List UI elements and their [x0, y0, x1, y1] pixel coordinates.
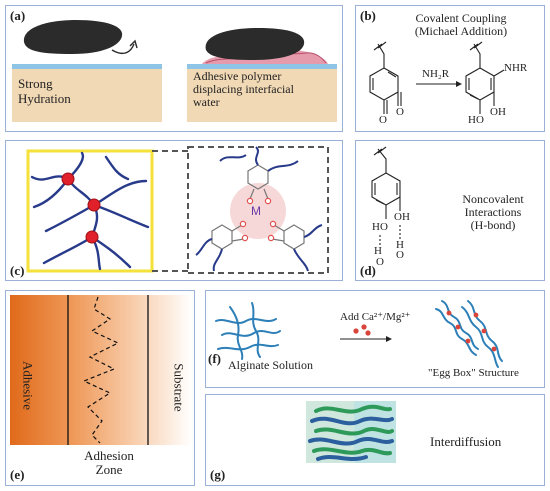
panel-f-label: (f): [208, 351, 221, 366]
panel-d-label: (d): [360, 263, 376, 278]
adhesive-polymer-label: Adhesive polymer displacing interfacial …: [193, 69, 294, 109]
panel-a-label: (a): [10, 8, 26, 23]
panel-d: Noncovalent Interactions (H-bond) HO OH …: [355, 140, 545, 281]
ligand-tails: [195, 146, 323, 272]
interdiffusion-illustration: [306, 401, 396, 463]
interdiffusing-chains: [308, 404, 394, 461]
noncovalent-title: Noncovalent Interactions (H-bond): [462, 192, 524, 232]
coordination-detail-box: [187, 146, 329, 274]
panel-c: M (c): [5, 140, 343, 281]
water-layer-right: [187, 64, 337, 69]
substrate-label: Substrate: [171, 363, 187, 412]
oxygen-atoms: [239, 197, 277, 242]
hydrogen-1: H: [374, 245, 382, 257]
calcium-ions: [353, 324, 371, 336]
panel-a-illustration: [12, 20, 337, 122]
panel-b: (b) Covalent Coupling (Michael Addition): [355, 5, 545, 132]
adhesion-zone-label: Adhesion Zone: [84, 448, 134, 477]
nhr-group: NHR: [504, 62, 528, 74]
adhesion-zone-illustration: [10, 295, 192, 445]
panel-g-label: (g): [210, 467, 226, 482]
hydrogen-2: H: [396, 239, 404, 251]
panel-f: Add Ca²⁺/Mg²⁺ (f) Alginate Solution "Egg…: [205, 290, 545, 388]
hbond-scheme: [371, 146, 401, 245]
covalent-coupling-title: Covalent Coupling (Michael Addition): [414, 11, 508, 38]
substrate-right: [187, 68, 337, 122]
strong-hydration-label: Strong Hydration: [18, 76, 71, 106]
alginate-chains: [215, 302, 281, 360]
michael-addition-scheme: [369, 41, 505, 114]
network-zoom-box: [26, 149, 154, 273]
panel-g: Interdiffusion (g): [205, 394, 545, 486]
alginate-solution-label: Alginate Solution: [228, 358, 313, 372]
egg-box-chains: [435, 300, 503, 368]
rock-right: [205, 28, 305, 60]
crosslink-node: [61, 172, 75, 186]
panel-e-label: (e): [10, 467, 25, 482]
oxygen-b: O: [396, 249, 404, 261]
egg-box-label: "Egg Box" Structure: [428, 367, 519, 379]
water-layer-left: [12, 64, 162, 69]
product-structure: [465, 41, 505, 114]
rock-left: [23, 20, 123, 54]
egg-box-scheme: [215, 300, 503, 368]
hydroxyl-oh: OH: [394, 211, 410, 223]
crosslink-node: [85, 230, 99, 244]
interdiffusion-label: Interdiffusion: [430, 434, 502, 449]
polymer-network: [30, 151, 150, 271]
hydroxyl-2: OH: [490, 106, 506, 118]
interdigitation-line: [82, 296, 120, 444]
quinone-structure: [369, 41, 402, 114]
adhesive-label: Adhesive: [20, 360, 36, 411]
panel-c-label: (c): [10, 263, 25, 278]
metal-coordination-network: [26, 146, 329, 274]
metal-ion-label: M: [251, 204, 261, 218]
hydroxyl-1: HO: [468, 114, 484, 126]
catechol-structure: [371, 146, 401, 245]
lift-arrow: [111, 43, 135, 55]
oxygen-1: O: [379, 114, 387, 126]
substrate-left: [12, 68, 162, 122]
hydroxyl-ho: HO: [372, 221, 388, 233]
egg-box-ions: [446, 310, 497, 352]
panel-b-label: (b): [360, 8, 376, 23]
oxygen-2: O: [396, 106, 404, 118]
reagent-nh2r: NH₂R: [422, 68, 450, 80]
reagent-label: Add Ca²⁺/Mg²⁺: [340, 311, 411, 323]
oxygen-a: O: [376, 256, 384, 268]
panel-e: Adhesive Substrate Adhesion Zone (e): [5, 290, 195, 486]
crosslink-node: [87, 198, 101, 212]
panel-a: (a) Strong Hydration Adhesive polymer di…: [5, 5, 343, 132]
